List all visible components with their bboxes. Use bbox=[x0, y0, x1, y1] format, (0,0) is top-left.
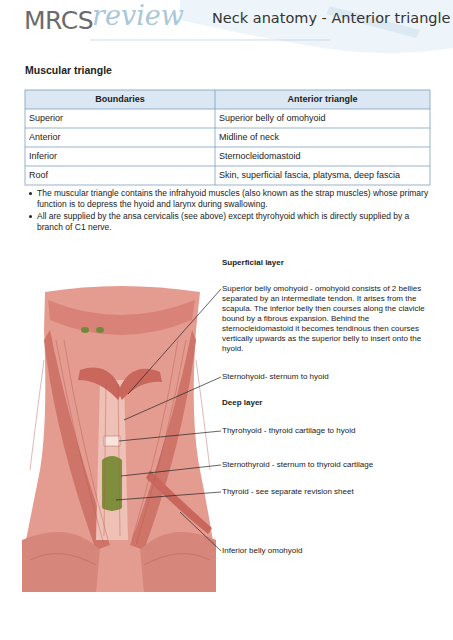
fibre-line bbox=[118, 384, 120, 536]
leader-line bbox=[116, 492, 221, 500]
fibre-line bbox=[30, 360, 44, 470]
table-rule bbox=[25, 128, 430, 129]
pectoral-right bbox=[140, 532, 216, 592]
layer-heading: Superficial layer bbox=[222, 258, 284, 268]
table-cell: Superior belly of omohyoid bbox=[219, 113, 326, 123]
header-rule bbox=[90, 40, 330, 41]
superior-belly-omohyoid bbox=[78, 368, 122, 400]
mylohyoid bbox=[48, 300, 195, 335]
table-grid bbox=[25, 90, 430, 185]
sternocleidomastoid-right bbox=[130, 330, 196, 550]
table-rule bbox=[215, 90, 216, 185]
logo-script: review bbox=[92, 0, 184, 31]
table-cell: Roof bbox=[29, 170, 48, 180]
table-cell: Sternocleidomastoid bbox=[219, 151, 301, 161]
callout-text: Inferior belly omohyoid bbox=[222, 546, 434, 556]
fibre-line bbox=[30, 554, 96, 565]
neck-outline bbox=[22, 286, 216, 592]
callout-text: Superior belly omohyoid - omohyoid consi… bbox=[222, 284, 434, 354]
leader-line bbox=[119, 431, 221, 441]
header-wash bbox=[180, 0, 453, 53]
table-cell: Superior bbox=[29, 113, 63, 123]
muscle-fibres bbox=[30, 340, 210, 565]
bullet-dot bbox=[29, 215, 32, 218]
logo-text: MRCS bbox=[24, 6, 93, 35]
table-cell: Anterior bbox=[29, 132, 61, 142]
fibre-line bbox=[132, 340, 178, 540]
leader-line bbox=[128, 289, 221, 394]
callout-text: Thyrohyoid - thyroid cartilage to hyoid bbox=[222, 426, 434, 436]
callout-text: Thyroid - see separate revision sheet bbox=[222, 487, 434, 497]
gland-spot bbox=[81, 327, 89, 333]
fibre-line bbox=[144, 554, 210, 565]
gland-spot bbox=[96, 327, 104, 333]
table-rule bbox=[25, 109, 430, 110]
strap-muscles bbox=[96, 380, 128, 540]
bullet-dot bbox=[29, 192, 32, 195]
neck-illustration bbox=[22, 286, 216, 592]
layer-heading: Deep layer bbox=[222, 398, 262, 408]
callout-text: Sternohyoid- sternum to hyoid bbox=[222, 372, 434, 382]
bullet-text: The muscular triangle contains the infra… bbox=[37, 188, 437, 209]
table-border bbox=[25, 90, 430, 185]
leader-line bbox=[124, 377, 221, 420]
thyroid-cartilage bbox=[104, 436, 120, 446]
table-cell: Midline of neck bbox=[219, 132, 279, 142]
fibre-line bbox=[136, 340, 186, 545]
fibre-line bbox=[56, 340, 104, 545]
table-header: Anterior triangle bbox=[215, 94, 430, 104]
fibre-line bbox=[104, 384, 106, 536]
leader-line bbox=[180, 512, 221, 551]
bullet-text: All are supplied by the ansa cervicalis … bbox=[37, 211, 437, 232]
table-cell: Skin, superficial fascia, platysma, deep… bbox=[219, 170, 400, 180]
fibre-line bbox=[196, 360, 210, 470]
fibre-line bbox=[64, 340, 108, 540]
table-cell: Inferior bbox=[29, 151, 57, 161]
section-heading: Muscular triangle bbox=[25, 64, 112, 76]
leader-lines bbox=[116, 289, 221, 551]
table-rule bbox=[25, 166, 430, 167]
callout-text: Sternothyroid - sternum to thyroid carti… bbox=[222, 460, 434, 470]
table-rule bbox=[25, 147, 430, 148]
table-header: Boundaries bbox=[25, 94, 215, 104]
pectoral-left bbox=[22, 532, 100, 592]
inferior-belly-omohyoid bbox=[146, 470, 212, 534]
page-title: Neck anatomy - Anterior triangle bbox=[212, 10, 450, 26]
superior-belly-omohyoid bbox=[118, 369, 162, 400]
header-decoration bbox=[90, 0, 453, 53]
leader-line bbox=[121, 465, 221, 476]
table-header-fill bbox=[25, 90, 430, 109]
